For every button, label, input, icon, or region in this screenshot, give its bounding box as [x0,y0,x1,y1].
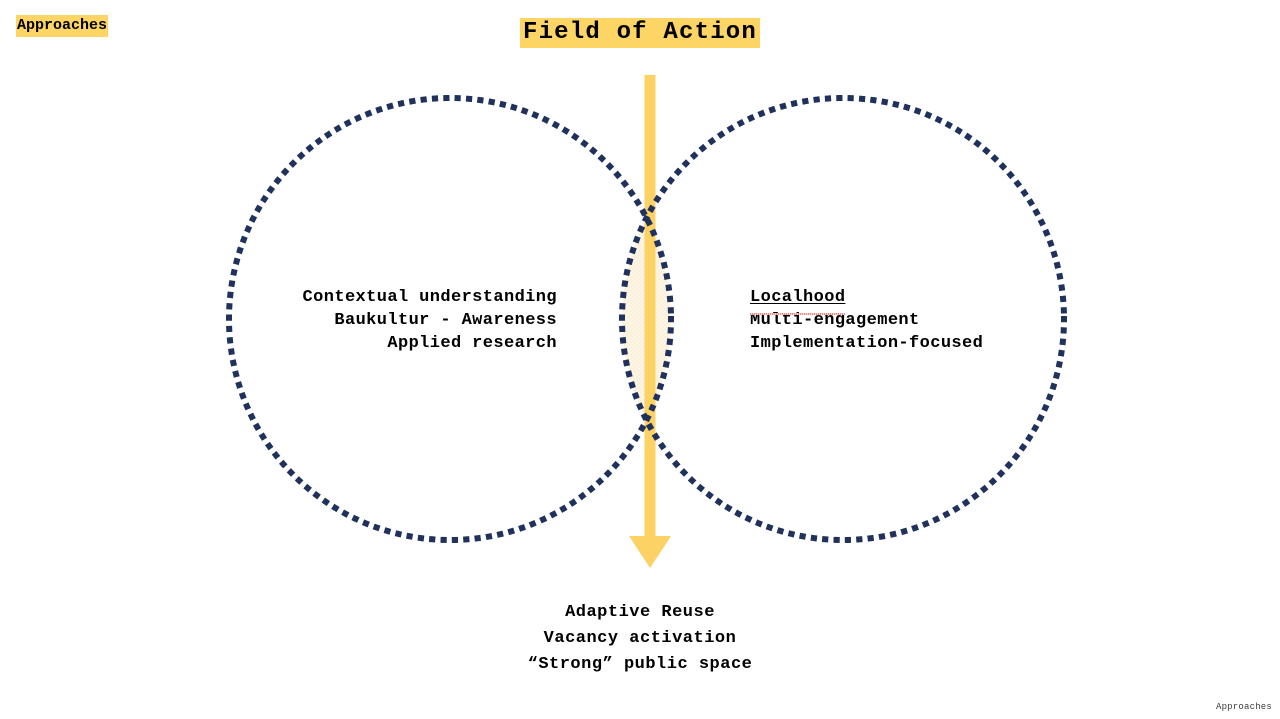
right-circle-line-1-wrapper: Localhood [750,287,1170,315]
footer-label-approaches: Approaches [1215,702,1272,712]
outcome-line-3: “Strong” public space [527,654,753,674]
left-circle-text-block: Contextual understanding Baukultur - Awa… [180,287,557,355]
right-circle-line-3: Implementation-focused [750,333,984,353]
right-circle-text-block: Localhood Multi-engagement Implementatio… [750,287,1170,355]
section-label-approaches: Approaches [16,15,109,37]
left-circle-line-2: Baukultur - Awareness [334,310,557,330]
downward-arrow-head [629,536,671,568]
outcome-text-block: Adaptive Reuse Vacancy activation “Stron… [0,600,1280,677]
outcome-line-1: Adaptive Reuse [565,603,715,622]
right-circle-line-1: Localhood [750,287,846,315]
outcome-line-2: Vacancy activation [543,628,737,648]
left-circle-line-1: Contextual understanding [302,288,557,307]
left-circle-line-3: Applied research [387,333,557,353]
right-circle-line-2: Multi-engagement [750,310,920,330]
venn-circle-left [226,95,674,543]
venn-circle-right [619,95,1067,543]
